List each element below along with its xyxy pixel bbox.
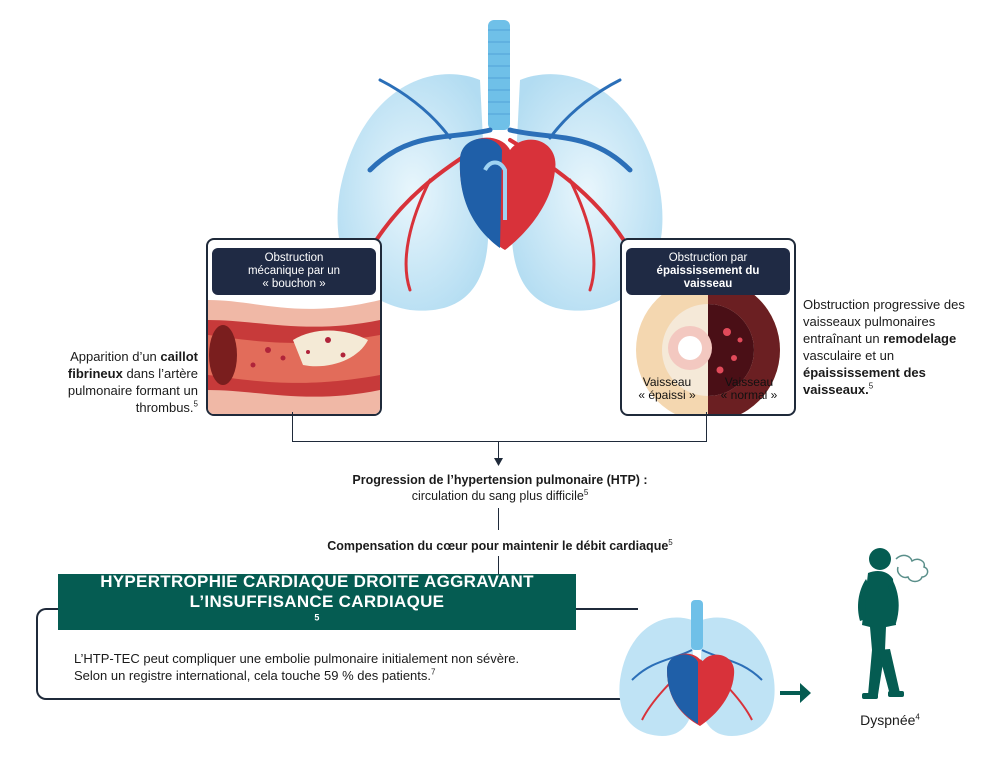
clot-description: Apparition d’un caillot fibrineux dans l… <box>20 348 198 416</box>
compensation-ref: 5 <box>668 537 673 547</box>
banner-line1: HYPERTROPHIE CARDIAQUE DROITE AGGRAVANT <box>100 572 534 591</box>
hypertrophy-banner: HYPERTROPHIE CARDIAQUE DROITE AGGRAVANT … <box>58 572 576 632</box>
clot-tag-line2: mécanique par un <box>247 265 341 277</box>
bottom-line1: L’HTP-TEC peut compliquer une embolie pu… <box>74 651 520 666</box>
compensation-text: Compensation du cœur pour maintenir le d… <box>260 538 740 554</box>
clot-desc-part2: dans l’artère pulmonaire formant un thro… <box>67 366 198 415</box>
compensation-bold: Compensation du cœur pour maintenir le d… <box>327 539 669 553</box>
dyspnea-text: Dyspnée <box>860 712 916 728</box>
banner-ref: 5 <box>314 612 320 623</box>
progression-ref: 5 <box>583 487 589 497</box>
bottom-info-text: L’HTP-TEC peut compliquer une embolie pu… <box>74 650 594 684</box>
banner-line2: L’INSUFFISANCE CARDIAQUE <box>189 592 445 611</box>
thick-label-line2: « épaissi » <box>638 388 696 402</box>
clot-desc-bold: caillot fibrineux <box>67 349 198 381</box>
connector-progression <box>498 508 499 530</box>
thickening-panel-tag: Obstruction par épaississement du vaisse… <box>626 248 790 295</box>
progression-text: Progression de l’hypertension pulmonaire… <box>300 472 700 504</box>
connector-compensation <box>498 556 499 574</box>
thick-tag-line2: épaississement du <box>656 265 760 277</box>
thick-label-line1: Vaisseau <box>642 375 692 389</box>
connector-down <box>498 441 499 463</box>
vessel-clot-illustration <box>208 300 380 414</box>
clot-tag-line1: Obstruction <box>264 252 324 264</box>
bottom-ref: 7 <box>431 667 436 677</box>
connector-left-vertical <box>292 412 293 442</box>
thickening-description: Obstruction progressive des vaisseaux pu… <box>803 296 983 398</box>
clot-desc-ref: 5 <box>193 399 198 409</box>
connector-right-vertical <box>706 412 707 442</box>
normal-label-line2: « normal » <box>720 388 778 402</box>
clot-obstruction-panel: Obstruction mécanique par un « bouchon » <box>206 238 382 416</box>
clot-tag-line3: « bouchon » <box>262 278 326 290</box>
breathless-person-icon <box>858 548 929 699</box>
arrow-down-icon <box>494 458 503 466</box>
normal-vessel-label: Vaisseau « normal » <box>714 376 784 402</box>
thick-vessel-label: Vaisseau « épaissi » <box>632 376 702 402</box>
progression-bold: Progression de l’hypertension pulmonaire… <box>352 473 648 487</box>
thick-desc-part1: Obstruction progressive des vaisseaux pu… <box>803 297 965 346</box>
vessel-cross-section-illustration <box>636 278 780 414</box>
clot-panel-tag: Obstruction mécanique par un « bouchon » <box>212 248 376 295</box>
banner-line2-wrap: L’INSUFFISANCE CARDIAQUE 5 <box>100 592 534 632</box>
connector-horizontal <box>292 441 707 442</box>
thick-desc-bold1: remodelage <box>883 331 957 346</box>
thick-tag-line1: Obstruction par <box>668 252 748 264</box>
small-lungs-heart-illustration <box>619 600 775 736</box>
thick-desc-part2: vasculaire et un <box>803 348 895 363</box>
dyspnea-label: Dyspnée4 <box>830 712 950 728</box>
clot-desc-part1: Apparition d’un <box>70 349 157 364</box>
dyspnea-ref: 4 <box>915 712 920 722</box>
thick-desc-ref: 5 <box>868 381 874 391</box>
thickening-obstruction-panel: Obstruction par épaississement du vaisse… <box>620 238 796 416</box>
normal-label-line1: Vaisseau <box>724 375 774 389</box>
progression-normal: circulation du sang plus difficile <box>411 489 584 503</box>
arrow-right-icon <box>780 683 811 703</box>
bottom-line2: Selon un registre international, cela to… <box>74 668 432 683</box>
thick-desc-bold2: épaississement des vaisseaux. <box>803 365 926 397</box>
thick-tag-line3: vaisseau <box>683 278 733 290</box>
